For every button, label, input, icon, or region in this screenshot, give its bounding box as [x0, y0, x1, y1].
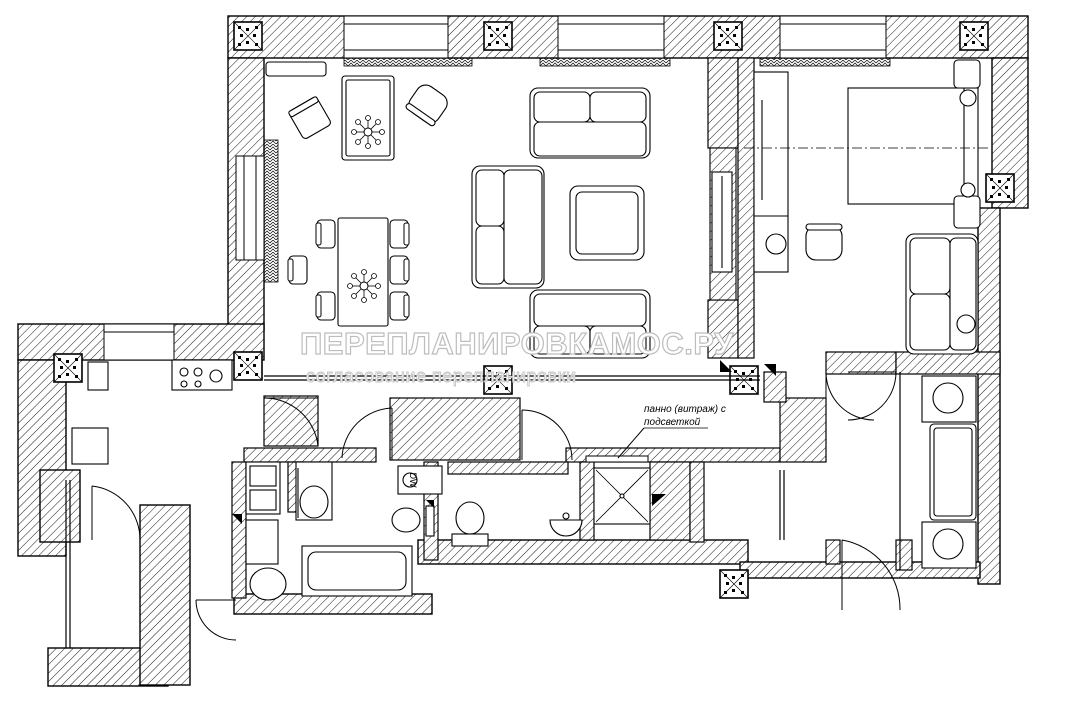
- kitchen: [71, 359, 233, 465]
- door-swings: [91, 371, 901, 641]
- radiators: [263, 57, 891, 283]
- hall-furniture: [921, 375, 977, 569]
- watermark-line1: ПЕРЕПЛАНИРОВКАМОС.РУ: [300, 326, 734, 361]
- annotation-line1: панно (витраж) с: [644, 404, 726, 415]
- living-dining-furniture: [265, 61, 737, 359]
- bathroom-fixtures: [245, 461, 651, 601]
- panel-annotation: панно (витраж) с подсветкой: [585, 404, 726, 463]
- watermark-line2: согласование перепланировки: [306, 366, 577, 386]
- partitions: [65, 372, 901, 648]
- bedroom-furniture: [753, 59, 981, 355]
- watermark: ПЕРЕПЛАНИРОВКАМОС.РУ согласование перепл…: [299, 325, 734, 386]
- annotation-line2: подсветкой: [644, 417, 701, 428]
- black-markers: [232, 360, 776, 524]
- windows: [103, 15, 887, 361]
- dw-label: DW: [408, 473, 418, 488]
